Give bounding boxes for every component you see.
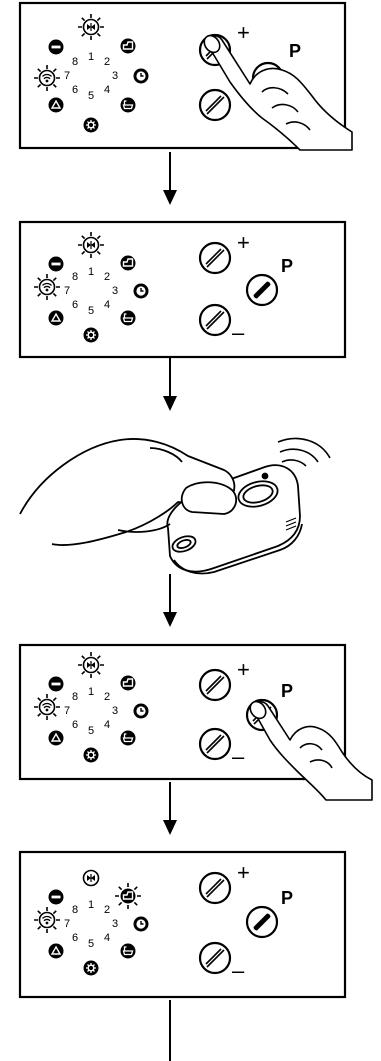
- p-label: P: [281, 888, 293, 908]
- dial-number: 5: [88, 725, 94, 737]
- dial-number: 2: [104, 691, 110, 703]
- clock-icon: [134, 917, 149, 932]
- dial-number: 6: [72, 932, 78, 944]
- plus-label: +: [237, 657, 250, 682]
- bath-icon: [121, 731, 136, 746]
- gear-icon: [84, 328, 99, 343]
- bath-icon: [121, 311, 136, 326]
- plus-button[interactable]: [200, 873, 230, 903]
- dial-number: 5: [88, 305, 94, 317]
- p-label: P: [281, 681, 293, 701]
- p-button[interactable]: [247, 275, 277, 305]
- sauna-icon: [121, 676, 136, 691]
- minus-label: –: [232, 958, 245, 983]
- sauna-icon: [121, 889, 136, 904]
- dial-number: 1: [88, 686, 94, 698]
- bath-icon: [121, 98, 136, 113]
- flow-arrow: [163, 574, 177, 627]
- minus-label: –: [232, 320, 245, 345]
- triangle-icon: [49, 944, 64, 959]
- dial-number: 7: [64, 70, 70, 82]
- wifi-icon: [40, 913, 55, 928]
- gear-icon: [84, 118, 99, 133]
- wifi-icon: [40, 700, 55, 715]
- minus-button[interactable]: [200, 90, 230, 120]
- plus-button[interactable]: [200, 243, 230, 273]
- dial-number: 8: [72, 56, 78, 68]
- dial-number: 6: [72, 84, 78, 96]
- clock-icon: [134, 69, 149, 84]
- flow-arrow: [163, 358, 177, 411]
- dial-number: 3: [112, 918, 118, 930]
- wifi-icon: [40, 71, 55, 86]
- minus-label: –: [232, 744, 245, 769]
- dial-number: 4: [104, 299, 110, 311]
- minus-button[interactable]: [200, 305, 230, 335]
- step-3-remote-scene: [20, 439, 330, 574]
- dial-number: 8: [72, 271, 78, 283]
- dial-number: 6: [72, 719, 78, 731]
- bath-icon: [121, 944, 136, 959]
- plus-label: +: [237, 20, 250, 45]
- dial-number: 3: [112, 705, 118, 717]
- p-label: P: [289, 41, 301, 61]
- step-5-panel: 1 2 3 4 5 6 7 8 + – P: [20, 852, 345, 997]
- step-4-panel: 1 2 3 4 5 6 7 8 + – P: [20, 645, 372, 800]
- wifi-icon: [40, 280, 55, 295]
- step-2-panel: 1 2 3 4 5 6 7 8 + – P: [20, 222, 345, 357]
- dial-number: 1: [88, 899, 94, 911]
- dial-number: 2: [104, 56, 110, 68]
- triangle-icon: [49, 98, 64, 113]
- triangle-icon: [49, 731, 64, 746]
- dial-number: 8: [72, 904, 78, 916]
- dial-number: 7: [64, 285, 70, 297]
- p-label: P: [281, 256, 293, 276]
- flow-arrow: [163, 152, 177, 205]
- minus-icon: [49, 257, 64, 272]
- dial-number: 1: [88, 266, 94, 278]
- dial-number: 1: [88, 51, 94, 63]
- fan-icon: [84, 658, 99, 673]
- minus-button[interactable]: [200, 729, 230, 759]
- fan-icon: [84, 238, 99, 253]
- dial-number: 4: [104, 932, 110, 944]
- dial-number: 7: [64, 705, 70, 717]
- dial-number: 7: [64, 918, 70, 930]
- minus-icon: [49, 40, 64, 55]
- plus-label: +: [237, 230, 250, 255]
- clock-icon: [134, 284, 149, 299]
- gear-icon: [84, 961, 99, 976]
- sauna-icon: [121, 256, 136, 271]
- dial-number: 2: [104, 904, 110, 916]
- flow-arrow: [163, 782, 177, 835]
- triangle-icon: [49, 311, 64, 326]
- minus-icon: [49, 677, 64, 692]
- plus-label: +: [237, 860, 250, 885]
- dial-number: 6: [72, 299, 78, 311]
- step-1-panel: 1 2 3 4 5 6 7 8 + P: [20, 3, 352, 150]
- dial-number: 4: [104, 719, 110, 731]
- fan-icon: [84, 20, 99, 35]
- minus-button[interactable]: [200, 943, 230, 973]
- plus-button[interactable]: [200, 670, 230, 700]
- dial-number: 3: [112, 285, 118, 297]
- gear-icon: [84, 748, 99, 763]
- dial-number: 5: [88, 938, 94, 950]
- dial-number: 4: [104, 84, 110, 96]
- radio-waves-icon: [278, 439, 330, 466]
- p-button[interactable]: [247, 907, 277, 937]
- clock-icon: [134, 704, 149, 719]
- dial-number: 8: [72, 691, 78, 703]
- sauna-icon: [121, 39, 136, 54]
- dial-number: 2: [104, 271, 110, 283]
- dial-number: 5: [88, 90, 94, 102]
- minus-icon: [49, 890, 64, 905]
- dial-number: 3: [112, 70, 118, 82]
- fan-icon: [84, 871, 99, 886]
